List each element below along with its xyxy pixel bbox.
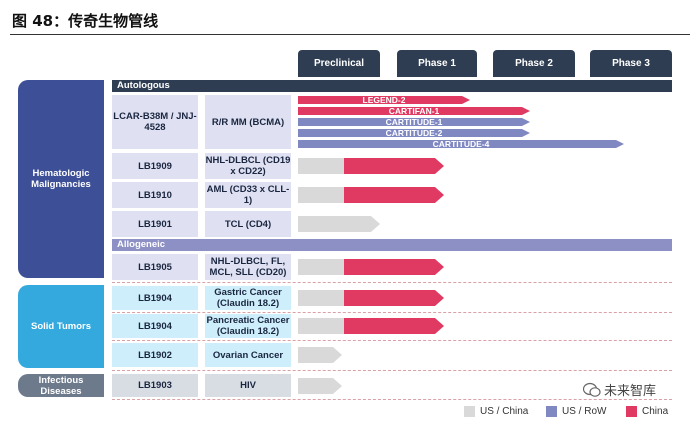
phase-header-phase-2: Phase 2 [493, 50, 575, 77]
watermark-text: 未来智库 [604, 384, 657, 399]
program-name-lb1903: LB1903 [112, 374, 198, 397]
trial-bar-cartitude-1: CARTITUDE-1 [298, 118, 530, 126]
program-indication-lb1903: HIV [205, 374, 291, 397]
legend-china: China [626, 406, 668, 417]
trial-bar-cartitude-4: CARTITUDE-4 [298, 140, 624, 148]
group-solid-tumors: Solid Tumors [18, 285, 104, 368]
progress-us-china-lb1902 [298, 347, 342, 363]
group-hematologic: Hematologic Malignancies [18, 80, 104, 278]
legend-label: US / China [480, 406, 529, 417]
progress-us-china-lb1910 [298, 187, 344, 203]
program-indication-lb1909: NHL-DLBCL (CD19 x CD22) [205, 153, 291, 179]
program-name-lb1901: LB1901 [112, 211, 198, 237]
program-name-lb1905: LB1905 [112, 254, 198, 280]
program-name-lb1909: LB1909 [112, 153, 198, 179]
program-name-lcar-b38m: LCAR-B38M / JNJ-4528 [112, 95, 198, 149]
program-indication-lb1901: TCL (CD4) [205, 211, 291, 237]
program-name-lb1904-gastric: LB1904 [112, 286, 198, 310]
progress-china-lb1910 [344, 187, 444, 203]
progress-us-china-lb1901 [298, 216, 380, 232]
progress-us-china-lb1903 [298, 378, 342, 394]
legend-us-china: US / China [464, 406, 528, 417]
progress-china-lb1904-gastric [344, 290, 444, 306]
legend-label: China [642, 406, 669, 417]
legend-label: US / RoW [562, 406, 607, 417]
row-divider [112, 312, 672, 313]
section-autologous: Autologous [112, 80, 672, 92]
program-indication-lb1904-pancreatic: Pancreatic Cancer (Claudin 18.2) [205, 314, 291, 338]
row-divider [112, 370, 672, 371]
program-name-lb1910: LB1910 [112, 182, 198, 208]
figure-title: 图 48：传奇生物管线 [12, 12, 159, 30]
program-name-lb1904-pancreatic: LB1904 [112, 314, 198, 338]
legend-swatch [626, 406, 637, 417]
program-indication-lb1905: NHL-DLBCL, FL, MCL, SLL (CD20) [205, 254, 291, 280]
group-infectious: Infectious Diseases [18, 374, 104, 397]
watermark: 未来智库 [583, 380, 656, 399]
trial-bar-cartifan-1: CARTIFAN-1 [298, 107, 530, 115]
progress-china-lb1909 [344, 158, 444, 174]
phase-header-phase-1: Phase 1 [397, 50, 477, 77]
program-indication-lb1910: AML (CD33 x CLL-1) [205, 182, 291, 208]
trial-bar-cartitude-2: CARTITUDE-2 [298, 129, 530, 137]
legend-swatch [464, 406, 475, 417]
row-divider [112, 282, 672, 283]
phase-header-preclinical: Preclinical [298, 50, 380, 77]
progress-china-lb1905 [344, 259, 444, 275]
wechat-logo-icon [583, 382, 601, 397]
progress-us-china-lb1909 [298, 158, 344, 174]
row-divider [112, 399, 672, 400]
legend-swatch [546, 406, 557, 417]
progress-us-china-lb1904-gastric [298, 290, 344, 306]
section-allogeneic: Allogeneic [112, 239, 672, 251]
progress-china-lb1904-pancreatic [344, 318, 444, 334]
program-name-lb1902: LB1902 [112, 343, 198, 367]
legend-us-row: US / RoW [546, 406, 606, 417]
row-divider [112, 340, 672, 341]
trial-bar-legend-2: LEGEND-2 [298, 96, 470, 104]
title-divider [10, 34, 690, 35]
progress-us-china-lb1905 [298, 259, 344, 275]
program-indication-lcar-b38m: R/R MM (BCMA) [205, 95, 291, 149]
program-indication-lb1902: Ovarian Cancer [205, 343, 291, 367]
progress-us-china-lb1904-pancreatic [298, 318, 344, 334]
program-indication-lb1904-gastric: Gastric Cancer (Claudin 18.2) [205, 286, 291, 310]
phase-header-phase-3: Phase 3 [590, 50, 672, 77]
